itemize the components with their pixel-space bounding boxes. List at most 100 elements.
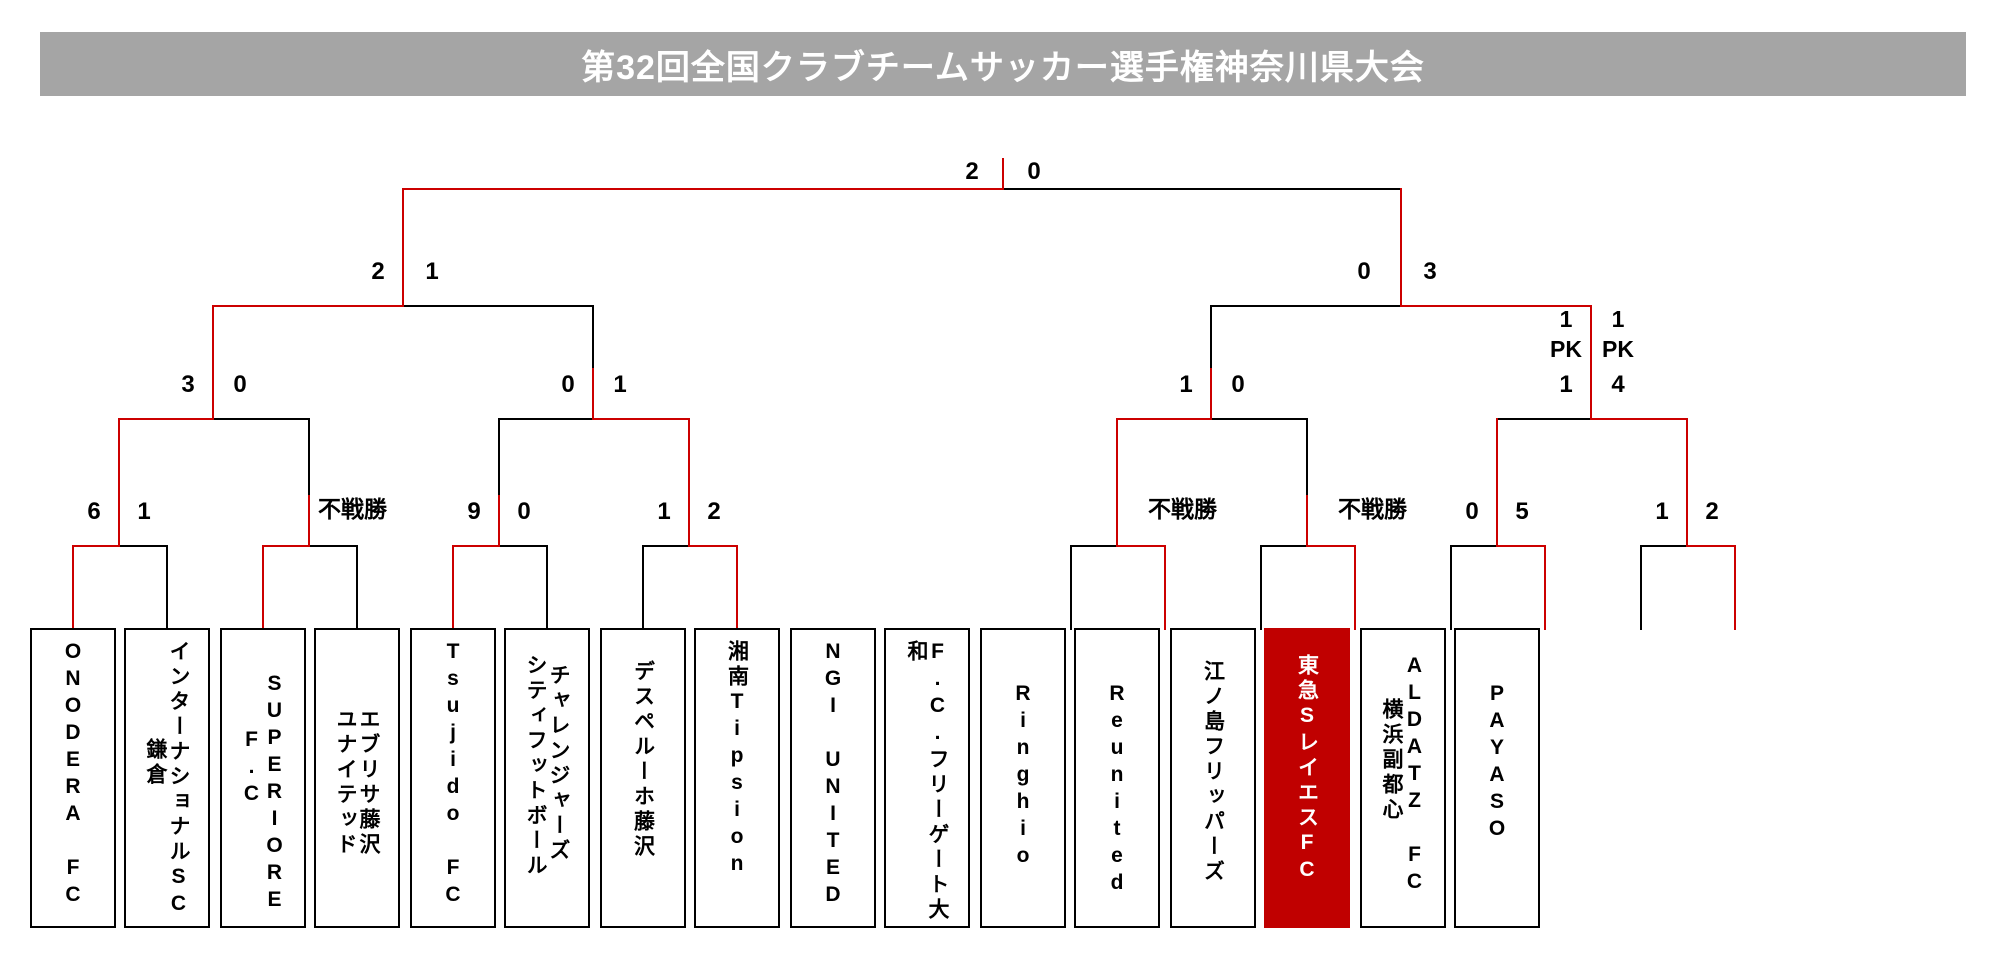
r1m7-bar-left [1450, 545, 1498, 547]
team-box-15[interactable]: PAYASO [1454, 628, 1540, 928]
team-name-3-col-0: エブリサ藤沢 [357, 708, 380, 858]
r1m4-right-stem [736, 545, 738, 630]
r2m3-right-score: 0 [1231, 371, 1245, 398]
team-box-7[interactable]: 湘南Tipsion [694, 628, 780, 928]
team-name-5-col-1: シティフットボール [524, 654, 547, 879]
r2m4-right-pk-label: PK [1602, 336, 1634, 362]
team-name-15-col-0: PAYASO [1485, 682, 1509, 844]
r1m7-right-stem [1544, 545, 1546, 630]
team-name-6-col-0: デスペルーホ藤沢 [631, 660, 655, 860]
team-name-1-col-1: 鎌倉 [144, 738, 167, 788]
team-box-6[interactable]: デスペルーホ藤沢 [600, 628, 686, 928]
r1m5-riser [1116, 495, 1118, 547]
team-name-0-col-0: ONODERA FC [61, 640, 85, 910]
r2m2-right-stem [688, 418, 690, 497]
r1m8-right-stem [1734, 545, 1736, 630]
team-box-2[interactable]: SUPERIORE F.C [220, 628, 306, 928]
r1m2-right-stem [356, 545, 358, 630]
r1m6-bar-left [1260, 545, 1308, 547]
team-box-10[interactable]: Ringhio [980, 628, 1066, 928]
r3m1-left-score: 2 [371, 258, 385, 285]
r2m3-riser [1210, 368, 1212, 420]
team-box-9[interactable]: F.C.フリーゲート大和 [884, 628, 970, 928]
team-name-2-col-1: F.C [240, 728, 263, 809]
r1m1-right-stem [166, 545, 168, 630]
r3m2-left-score: 0 [1357, 258, 1371, 285]
r3m1-bar-left [212, 305, 404, 307]
team-box-14[interactable]: ALDATZ FC 横浜副都心 [1360, 628, 1446, 928]
r1m4-bar-left [642, 545, 690, 547]
r2m3-left-score: 1 [1179, 371, 1193, 398]
r1m4-bar-right [688, 545, 738, 547]
team-box-11[interactable]: Reunited [1074, 628, 1160, 928]
r2m1-bar-right [212, 418, 310, 420]
r1m4-riser [688, 495, 690, 547]
r1m8-left-stem [1640, 545, 1642, 630]
team-name-7-col-0: 湘南Tipsion [725, 640, 749, 879]
r2m3-right-stem [1306, 418, 1308, 497]
title-bar: 第32回全国クラブチームサッカー選手権神奈川県大会 [40, 32, 1966, 96]
r2m4-left-pk-label: PK [1550, 336, 1582, 362]
team-name-14-col-0: ALDATZ FC [1403, 654, 1426, 897]
r2m4-right-score: 4 [1611, 371, 1625, 398]
r3m2-bar-right [1400, 305, 1592, 307]
r1m7-left-score: 0 [1465, 498, 1479, 525]
r1m4-right-score: 2 [707, 498, 721, 525]
r1m1-left-score: 6 [87, 498, 101, 525]
r1m2-left-stem [262, 545, 264, 630]
team-box-12[interactable]: 江ノ島フリッパーズ [1170, 628, 1256, 928]
r3m1-bar-right [402, 305, 594, 307]
r3m1-left-stem [212, 305, 214, 370]
team-name-10-col-0: Ringhio [1011, 682, 1035, 871]
r2m1-riser [212, 368, 214, 420]
r1m3-riser [498, 495, 500, 547]
r1m7-bar-right [1496, 545, 1546, 547]
r1m1-bar-left [72, 545, 120, 547]
r1m3-left-stem [452, 545, 454, 630]
final-left-score: 2 [965, 158, 979, 185]
r1m1-bar-right [118, 545, 168, 547]
r1m3-right-score: 0 [517, 498, 531, 525]
r1m3-right-stem [546, 545, 548, 630]
final-riser [1002, 158, 1004, 190]
r1m7-left-stem [1450, 545, 1452, 630]
r1m2-right-score: 不戦勝 [318, 496, 387, 522]
r1m7-riser [1496, 495, 1498, 547]
team-name-2-col-0: SUPERIORE [263, 672, 286, 915]
team-box-5[interactable]: チャレンジャーズ シティフットボール [504, 628, 590, 928]
r1m8-riser [1686, 495, 1688, 547]
team-name-12-col-0: 江ノ島フリッパーズ [1201, 660, 1225, 885]
r1m5-bar-left [1070, 545, 1118, 547]
team-box-3[interactable]: エブリサ藤沢 ユナイテッド [314, 628, 400, 928]
team-box-0[interactable]: ONODERA FC [30, 628, 116, 928]
team-box-8[interactable]: NGI UNITED [790, 628, 876, 928]
team-box-13[interactable]: 東急SレイエスFC [1264, 628, 1350, 928]
r1m8-right-score: 2 [1705, 498, 1719, 525]
r3m2-right-score: 3 [1423, 258, 1437, 285]
team-name-8-col-0: NGI UNITED [821, 640, 845, 910]
r1m2-bar-right [308, 545, 358, 547]
r1m1-right-score: 1 [137, 498, 151, 525]
r2m1-bar-left [118, 418, 214, 420]
r1m3-bar-left [452, 545, 500, 547]
r2m1-right-stem [308, 418, 310, 497]
r1m2-riser [308, 495, 310, 547]
r1m1-left-stem [72, 545, 74, 630]
r2m3-left-stem [1116, 418, 1118, 497]
page-title: 第32回全国クラブチームサッカー選手権神奈川県大会 [581, 48, 1425, 87]
r2m1-left-stem [118, 418, 120, 497]
r1m1-riser [118, 495, 120, 547]
r2m4-left-pk-regulation: 1 [1559, 306, 1573, 332]
team-name-11-col-0: Reunited [1105, 682, 1129, 898]
team-box-1[interactable]: インターナショナルSC 鎌倉 [124, 628, 210, 928]
r2m1-right-score: 0 [233, 371, 247, 398]
r2m4-riser [1590, 368, 1592, 420]
r1m5-right-stem [1164, 545, 1166, 630]
team-name-13-col-0: 東急SレイエスFC [1295, 654, 1319, 885]
team-name-3-col-1: ユナイテッド [334, 708, 357, 858]
team-name-4-col-0: Tsujido FC [441, 640, 465, 910]
final-bar-right [1002, 188, 1402, 190]
r1m8-left-score: 1 [1655, 498, 1669, 525]
team-box-4[interactable]: Tsujido FC [410, 628, 496, 928]
